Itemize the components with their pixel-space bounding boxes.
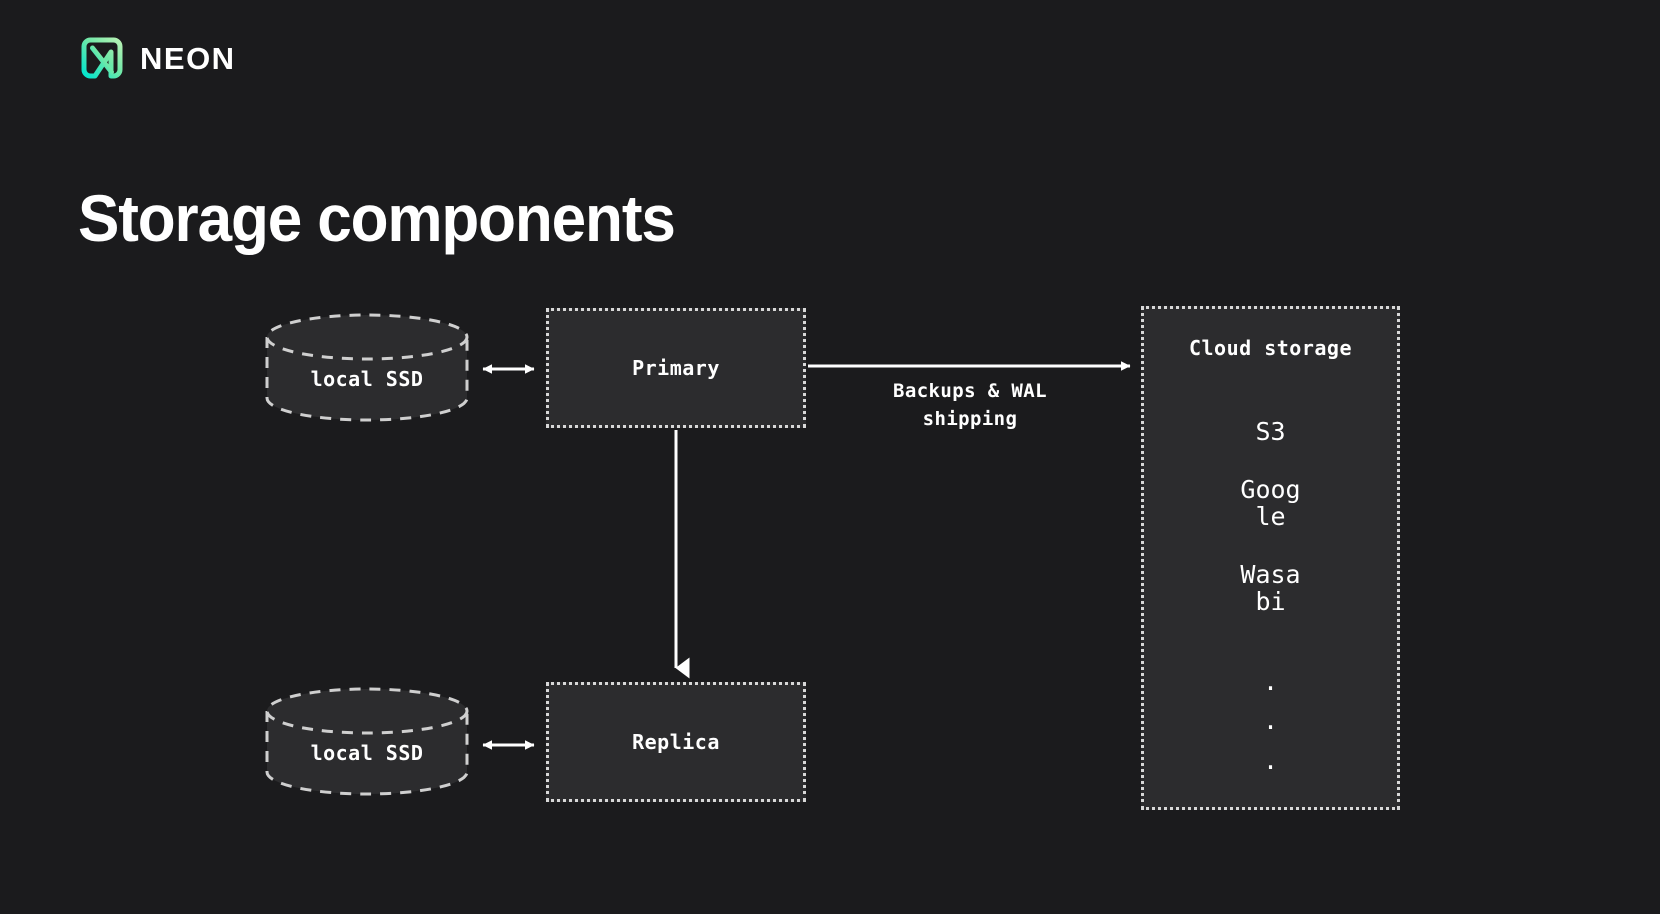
cylinder-shape — [265, 313, 469, 422]
node-label: local SSD — [310, 366, 424, 391]
cloud-provider-ellipsis: . — [1262, 706, 1279, 735]
cloud-provider-ellipsis: . — [1262, 745, 1279, 775]
edge-label-backups-wal: Backups & WAL shipping — [840, 378, 1100, 433]
node-primary: Primary — [546, 308, 806, 428]
edge-label-line-1: Backups & WAL — [893, 380, 1047, 402]
brand-logo: NEON — [78, 34, 236, 82]
page-title: Storage components — [78, 181, 676, 256]
node-local-ssd-replica: local SSD — [265, 687, 469, 796]
edge-label-line-2: shipping — [922, 407, 1018, 430]
cloud-provider-item: Wasabi — [1240, 559, 1301, 616]
node-label: Replica — [632, 730, 720, 754]
brand-wordmark: NEON — [140, 40, 236, 76]
node-label: local SSD — [310, 740, 424, 765]
neon-logo-icon — [81, 37, 123, 79]
cloud-provider-ellipsis: . — [1262, 666, 1279, 696]
cloud-provider-item: S3 — [1255, 417, 1286, 446]
node-cloud-storage: Cloud storage S3 Google Wasabi . . . — [1141, 306, 1400, 810]
cloud-provider-item: Google — [1240, 474, 1301, 531]
cylinder-shape — [265, 687, 469, 796]
node-label: Cloud storage — [1188, 336, 1353, 360]
node-replica: Replica — [546, 682, 806, 802]
node-local-ssd-primary: local SSD — [265, 313, 469, 422]
node-label: Primary — [632, 356, 720, 380]
cloud-provider-list: S3 Google Wasabi . . . — [1234, 418, 1308, 786]
